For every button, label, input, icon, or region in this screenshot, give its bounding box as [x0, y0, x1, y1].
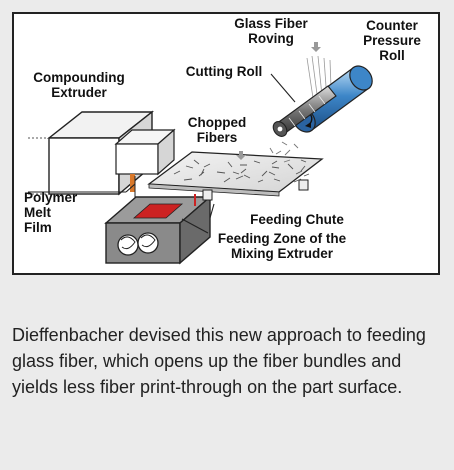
label-feeding-chute: Feeding Chute [250, 212, 344, 227]
falling-fibers [269, 141, 299, 163]
compounding-extruder-box [28, 110, 155, 196]
label-feeding-zone: Feeding Zone of the Mixing Extruder [217, 231, 347, 261]
extruder-die-box [114, 128, 176, 176]
feeding-chute-tray [147, 151, 324, 201]
label-counter-pressure-roll: Counter Pressure Roll [363, 18, 421, 63]
cutting-roll [272, 85, 337, 137]
diagram-figure: Glass Fiber Roving Counter Pressure Roll… [12, 12, 440, 275]
roving-arrow [311, 42, 321, 52]
mixing-extruder-box [104, 194, 212, 265]
figure-caption: Dieffenbacher devised this new approach … [12, 325, 426, 397]
label-chopped-fibers: Chopped Fibers [187, 115, 247, 145]
label-compounding-extruder: Compounding Extruder [33, 70, 125, 100]
label-glass-fiber-roving: Glass Fiber Roving [234, 16, 308, 46]
label-polymer-melt-film: Polymer Melt Film [24, 190, 78, 235]
chopped-fibers-arrow [236, 151, 246, 160]
leader-lines [28, 73, 296, 234]
label-cutting-roll: Cutting Roll [185, 64, 263, 79]
process-illustration [28, 42, 373, 265]
